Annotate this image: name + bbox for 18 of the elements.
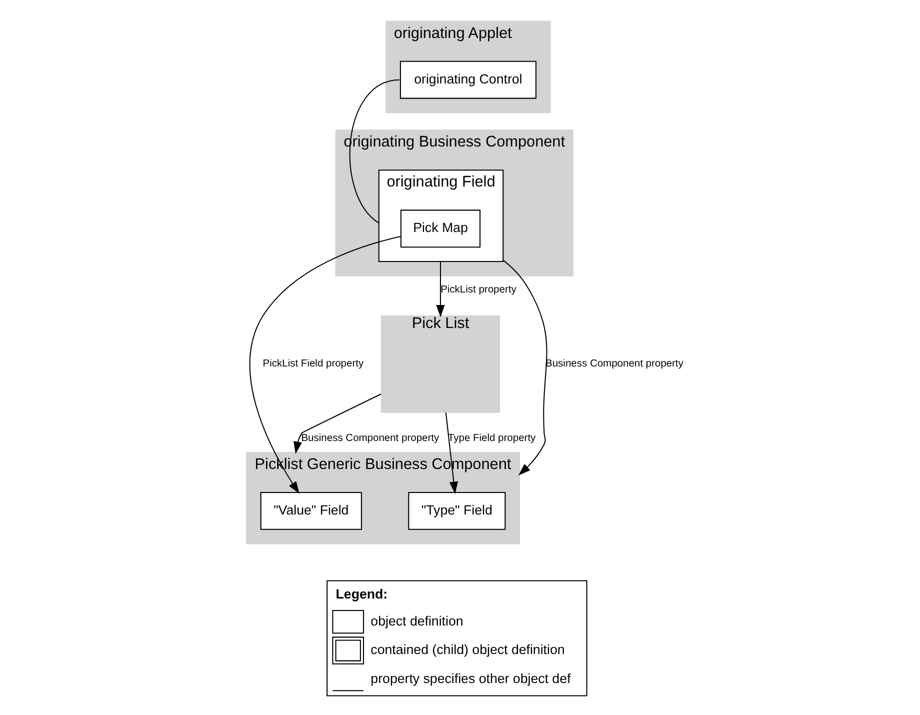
connector (348, 78, 400, 223)
arrow (248, 235, 400, 494)
legend-label: property specifies other object def (370, 670, 570, 686)
label: Legend: (335, 586, 388, 602)
node-box: "Value" Field (260, 491, 362, 530)
edge-label: Business Component property (300, 432, 439, 444)
node-box: originating Control (399, 60, 536, 98)
legend-label: object definition (370, 612, 463, 628)
edge-label: PickList property (440, 284, 516, 295)
arrow (444, 412, 458, 494)
node-box: "Type" Field (408, 491, 506, 530)
arrow (293, 393, 381, 454)
legend-label: contained (child) object definition (370, 642, 564, 657)
arrow (502, 259, 547, 475)
node-box: Pick Map (400, 209, 480, 248)
node-box: Pick List (380, 314, 500, 412)
edge-label: PickList Field property (262, 358, 364, 370)
arrow (436, 261, 444, 317)
